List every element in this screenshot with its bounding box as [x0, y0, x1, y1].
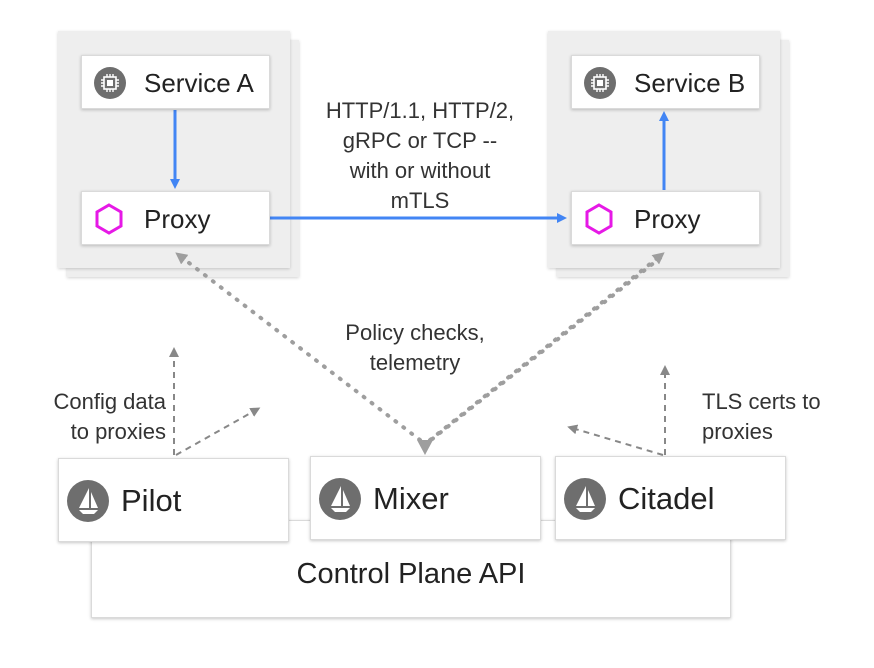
hexagon-icon: [585, 203, 613, 235]
dashed-arrow-citadel-left: [567, 424, 664, 456]
dotted-arrow-mixer-to-proxy-a: [175, 252, 422, 442]
service-b-card: Service B: [571, 55, 760, 109]
service-a-title: Service A: [144, 68, 254, 98]
proxy-b-card: Proxy: [571, 191, 760, 245]
policy-note: Policy checks, telemetry: [300, 318, 530, 378]
tls-note: TLS certs to proxies: [702, 387, 852, 447]
service-a-card: Service A: [81, 55, 270, 109]
proxy-a-card: Proxy: [81, 191, 270, 245]
mixer-arrowhead: [417, 440, 433, 455]
chip-icon: [584, 67, 616, 99]
config-note-line: Config data: [53, 389, 166, 414]
istio-sail-icon: [67, 480, 109, 522]
mixer-title: Mixer: [373, 481, 449, 516]
config-note-line: to proxies: [70, 419, 166, 444]
chip-icon: [94, 67, 126, 99]
dotted-arrow-mixer-to-proxy-b: [428, 252, 665, 442]
protocol-note-line: mTLS: [390, 188, 450, 213]
tls-note-line: TLS certs to: [702, 389, 821, 414]
control-plane-api-title: Control Plane API: [296, 558, 526, 590]
dotted-arrow-to-mixer: [424, 256, 662, 446]
citadel-title: Citadel: [618, 481, 715, 516]
pilot-card: Pilot: [58, 458, 289, 542]
proxy-b-title: Proxy: [634, 204, 701, 234]
hexagon-icon: [95, 203, 123, 235]
istio-sail-icon: [319, 478, 361, 520]
policy-note-line: telemetry: [369, 350, 461, 375]
config-note: Config data to proxies: [36, 387, 166, 447]
pilot-title: Pilot: [121, 483, 182, 518]
proxy-a-title: Proxy: [144, 204, 211, 234]
service-b-title: Service B: [634, 68, 746, 98]
protocol-note-line: HTTP/1.1, HTTP/2,: [325, 98, 515, 123]
istio-sail-icon: [564, 478, 606, 520]
policy-note-line: Policy checks,: [345, 320, 485, 345]
protocol-note-line: gRPC or TCP --: [342, 128, 498, 153]
dashed-arrow-pilot-right: [175, 407, 261, 456]
protocol-note-line: with or without: [349, 158, 491, 183]
mixer-card: Mixer: [310, 456, 541, 540]
citadel-card: Citadel: [555, 456, 786, 540]
protocol-note: HTTP/1.1, HTTP/2, gRPC or TCP -- with or…: [300, 96, 540, 216]
tls-note-line: proxies: [702, 419, 773, 444]
